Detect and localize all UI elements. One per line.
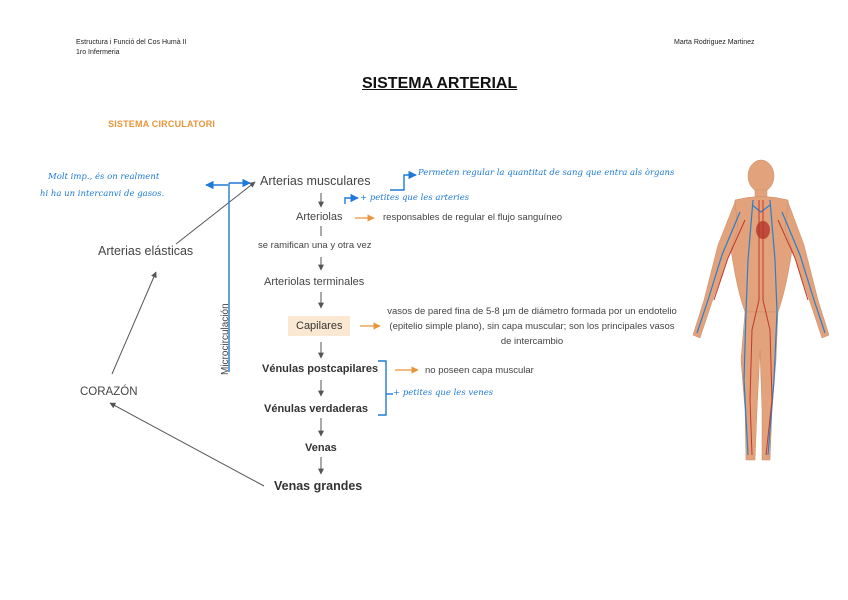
node-corazon: CORAZÓN: [80, 386, 138, 398]
note-venulas: no poseen capa muscular: [425, 365, 534, 376]
author-name: Marta Rodriguez Martinez: [674, 39, 755, 46]
handwritten-note-line2: hi ha un intercanvi de gasos.: [40, 189, 165, 199]
handwritten-permeten: Permeten regular la quantitat de sang qu…: [418, 168, 675, 178]
node-arteriolas: Arteriolas: [296, 211, 343, 223]
note-ramifican: se ramifican una y otra vez: [258, 240, 372, 251]
node-arterias-musculares: Arterias musculares: [260, 174, 371, 188]
node-capilares: Capilares: [288, 316, 351, 336]
node-arteriolas-terminales: Arteriolas terminales: [264, 276, 365, 288]
course-name: Estructura i Funció del Cos Humà II: [76, 39, 187, 46]
handwritten-note-line1: Molt imp., és on realment: [48, 172, 160, 182]
node-arterias-elasticas: Arterias elásticas: [98, 244, 194, 258]
program-name: 1ro Infermeria: [76, 49, 120, 56]
node-venas-grandes: Venas grandes: [274, 479, 363, 493]
page-title: SISTEMA ARTERIAL: [362, 75, 518, 92]
node-venulas-postcapilares: Vénulas postcapilares: [262, 363, 379, 375]
note-capilares: vasos de pared fina de 5-8 µm de diámetr…: [387, 306, 677, 347]
handwritten-petites-arteries: + petites que les arteries: [360, 193, 470, 203]
section-heading: SISTEMA CIRCULATORI: [108, 119, 216, 129]
handwritten-petites-venes: + petites que les venes: [393, 388, 494, 398]
node-venulas-verdaderas: Vénulas verdaderas: [264, 403, 368, 415]
node-venas: Venas: [305, 442, 337, 454]
note-arteriolas: responsables de regular el flujo sanguín…: [383, 212, 563, 223]
